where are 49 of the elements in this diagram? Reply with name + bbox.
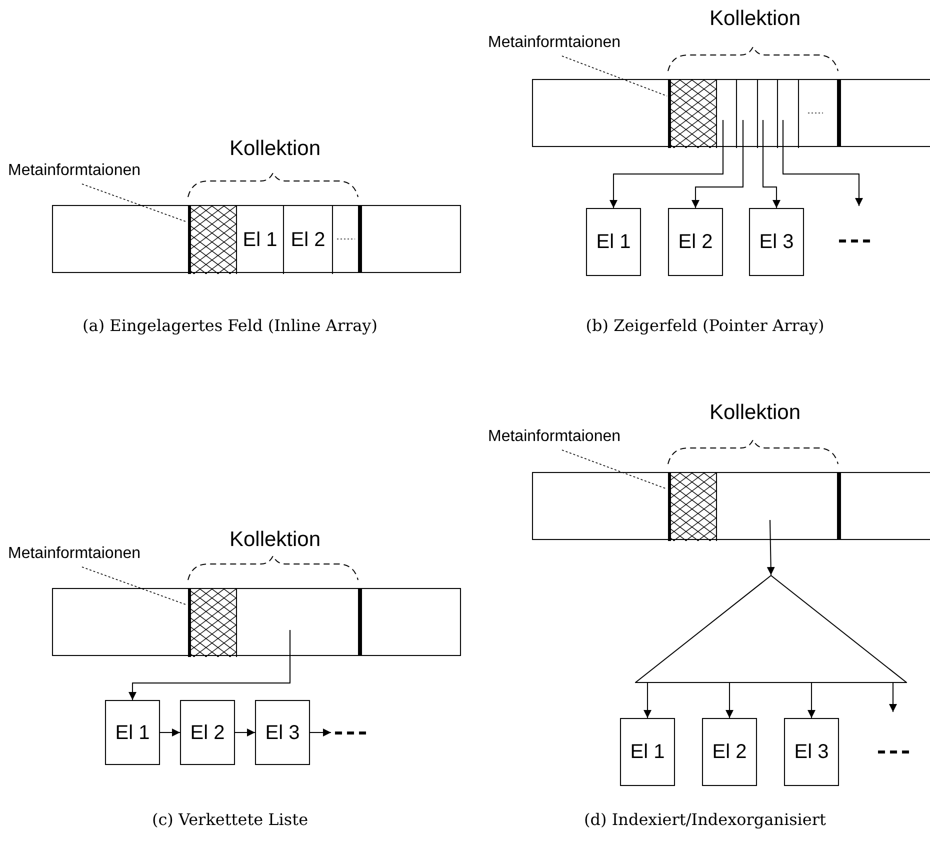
element-box: El 3 [255, 700, 310, 765]
metadata-hatched-area [668, 80, 717, 148]
metadata-hatched-area [668, 473, 717, 541]
metadata-hatched-area [188, 589, 237, 657]
memory-bar [52, 588, 461, 656]
subfigure-caption: (c) Verkettete Liste [152, 810, 308, 830]
index-tree-triangle [635, 575, 907, 683]
metadata-hatched-area [188, 206, 237, 274]
leader-line [562, 450, 668, 490]
element-box: El 2 [180, 700, 235, 765]
arrow [808, 682, 816, 718]
subfigure-caption: (a) Eingelagertes Feld (Inline Array) [82, 316, 378, 336]
arrow [644, 682, 652, 718]
element-box: El 2 [702, 718, 757, 786]
subfigure-caption: (b) Zeigerfeld (Pointer Array) [586, 316, 824, 336]
arrow [128, 630, 290, 700]
collection-label: Kollektion [229, 527, 321, 553]
arrow [610, 120, 724, 208]
memory-bar [532, 79, 930, 147]
memory-bar [52, 205, 461, 273]
metadata-label: Metainformtaionen [8, 546, 141, 562]
arrow [889, 682, 897, 712]
arrow [726, 682, 734, 718]
arrow [234, 728, 256, 736]
element-label: El 1 [242, 230, 278, 250]
metadata-label: Metainformtaionen [488, 429, 621, 445]
metadata-label: Metainformtaionen [8, 163, 141, 179]
subfigure-caption: (d) Indexiert/Indexorganisiert [584, 810, 826, 830]
leader-line [82, 566, 188, 606]
element-box: El 1 [105, 700, 160, 765]
collection-label: Kollektion [229, 136, 321, 162]
element-box: El 3 [749, 208, 804, 276]
leader-line [562, 56, 668, 96]
element-label: El 2 [290, 230, 326, 250]
metadata-label: Metainformtaionen [488, 35, 621, 51]
element-box: El 3 [784, 718, 839, 786]
arrow [692, 120, 744, 208]
element-box: El 1 [620, 718, 675, 786]
element-box: El 1 [586, 208, 641, 276]
element-box: El 2 [668, 208, 723, 276]
arrow [160, 728, 180, 736]
arrow [762, 120, 780, 208]
collection-label: Kollektion [709, 6, 801, 32]
arrow [782, 120, 863, 206]
arrow [766, 520, 775, 576]
arrow [310, 728, 332, 736]
leader-line [82, 184, 188, 222]
memory-bar [532, 472, 930, 540]
collection-label: Kollektion [709, 400, 801, 426]
